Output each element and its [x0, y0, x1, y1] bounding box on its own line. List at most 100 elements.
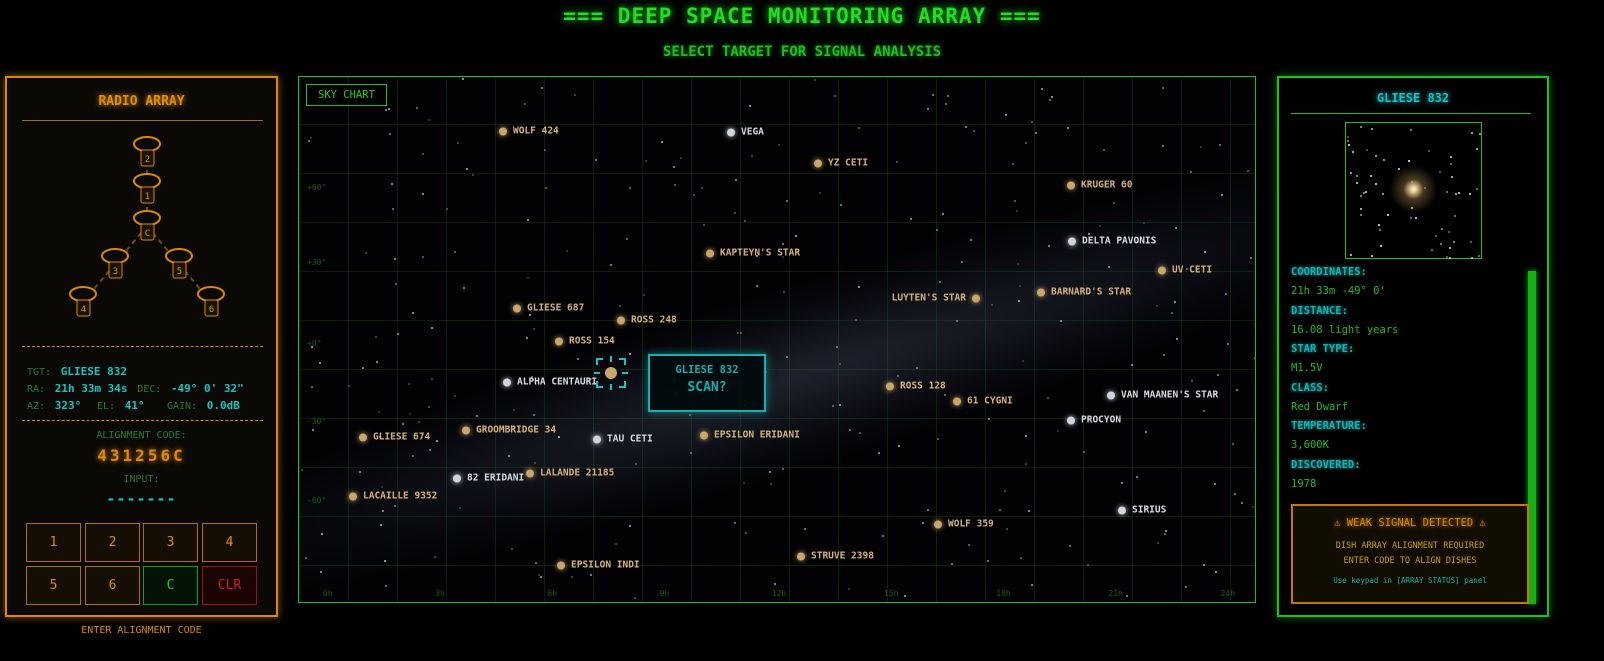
warning-line1: DISH ARRAY ALIGNMENT REQUIRED — [1335, 541, 1485, 551]
star-dot — [953, 397, 961, 405]
star-tau-ceti[interactable]: TAU CETI — [593, 434, 653, 445]
divider — [22, 346, 263, 347]
dish-label: 2 — [145, 155, 150, 165]
keypad-button-4[interactable]: 4 — [202, 523, 257, 562]
star-dot — [513, 304, 521, 312]
keypad-button-5[interactable]: 5 — [26, 566, 81, 605]
star-lacaille-9352[interactable]: LACAILLE 9352 — [349, 491, 437, 502]
star-struve-2398[interactable]: STRUVE 2398 — [797, 551, 874, 562]
star-label: ROSS 154 — [569, 335, 615, 347]
star-procyon[interactable]: PROCYON — [1067, 415, 1121, 426]
dish-label: C — [145, 229, 150, 239]
code-input[interactable]: ------- — [106, 490, 177, 508]
keypad-button-1[interactable]: 1 — [26, 523, 81, 562]
star-82-eridani[interactable]: 82 ERIDANI — [453, 473, 524, 484]
star-dot — [462, 426, 470, 434]
star-wolf-424[interactable]: WOLF 424 — [499, 126, 559, 137]
star-uv-ceti[interactable]: UV CETI — [1158, 265, 1212, 276]
dish-label: 4 — [81, 305, 86, 315]
star-label: GLIESE 687 — [527, 302, 585, 314]
scan-button[interactable]: SCAN? — [687, 380, 727, 395]
field-value: 16.08 light years — [1291, 323, 1399, 336]
star-van-maanen-s-star[interactable]: VAN MAANEN'S STAR — [1107, 390, 1218, 401]
star-gliese-687[interactable]: GLIESE 687 — [513, 303, 584, 314]
dec-tick: -60° — [307, 496, 327, 505]
warning-title: ⚠ WEAK SIGNAL DETECTED ⚠ — [1334, 517, 1486, 529]
star-label: PROCYON — [1081, 414, 1122, 426]
star-label: LUYTEN'S STAR — [891, 292, 966, 304]
field-label: DISCOVERED: — [1291, 458, 1361, 471]
star-ross-128[interactable]: ROSS 128 — [886, 381, 946, 392]
star-dot — [814, 159, 822, 167]
star-dot — [1107, 391, 1115, 399]
field-label: TEMPERATURE: — [1291, 420, 1367, 432]
el-label: EL: — [97, 401, 116, 412]
tgt-label: TGT: — [27, 367, 52, 378]
star-label: SIRIUS — [1132, 504, 1167, 516]
star-kapteyn-s-star[interactable]: KAPTEYN'S STAR — [706, 248, 800, 259]
keypad-button-2[interactable]: 2 — [85, 523, 140, 562]
star-dot — [797, 552, 805, 560]
star-label: WOLF 424 — [513, 125, 559, 137]
star-epsilon-eridani[interactable]: EPSILON ERIDANI — [700, 430, 800, 441]
ra-tick: 3h — [435, 589, 445, 598]
star-barnard-s-star[interactable]: BARNARD'S STAR — [1037, 287, 1131, 298]
star-lalande-21185[interactable]: LALANDE 21185 — [526, 468, 614, 479]
star-dot — [526, 469, 534, 477]
dec-tick: +0° — [307, 339, 322, 348]
star-epsilon-indi[interactable]: EPSILON INDI — [557, 560, 640, 571]
star-label: ROSS 248 — [631, 314, 677, 326]
field-value: 3,600K — [1291, 439, 1329, 451]
star-ross-248[interactable]: ROSS 248 — [617, 315, 677, 326]
star-label: GLIESE 674 — [373, 431, 431, 443]
star-alpha-centauri[interactable]: ALPHA CENTAURI — [503, 377, 597, 388]
star-title: GLIESE 832 — [1376, 91, 1450, 105]
dish: 2 — [133, 136, 161, 167]
star-dot — [555, 337, 563, 345]
star-kruger-60[interactable]: KRUGER 60 — [1067, 180, 1132, 191]
star-label: ROSS 128 — [900, 380, 946, 392]
dec-value: -49° 0' 32" — [170, 382, 244, 395]
star-groombridge-34[interactable]: GROOMBRIDGE 34 — [462, 425, 556, 436]
divider — [22, 120, 263, 121]
star-label: 61 CYGNI — [967, 395, 1013, 407]
dish: 6 — [197, 286, 225, 317]
dish: 1 — [133, 173, 161, 204]
keypad-button-3[interactable]: 3 — [143, 523, 198, 562]
star-ross-154[interactable]: ROSS 154 — [555, 336, 615, 347]
field-label: COORDINATES: — [1291, 266, 1367, 278]
dish-label: 6 — [209, 305, 214, 315]
star-label: EPSILON ERIDANI — [714, 429, 800, 441]
star-vega[interactable]: VEGA — [727, 127, 764, 138]
star-luyten-s-star[interactable]: LUYTEN'S STAR — [892, 293, 980, 304]
star-dot — [1037, 288, 1045, 296]
alignment-code: 431256C — [97, 446, 186, 465]
star-sirius[interactable]: SIRIUS — [1118, 505, 1166, 516]
star-dot — [499, 127, 507, 135]
scan-prompt[interactable]: GLIESE 832 SCAN? — [648, 354, 766, 412]
ra-tick: 12h — [771, 589, 787, 598]
ra-tick: 9h — [659, 589, 670, 598]
keypad-button-clr[interactable]: CLR — [202, 566, 257, 605]
alignment-label: ALIGNMENT CODE: — [96, 430, 187, 441]
dish-label: 3 — [113, 267, 118, 277]
weak-signal-warning: ⚠ WEAK SIGNAL DETECTED ⚠ DISH ARRAY ALIG… — [1291, 504, 1529, 604]
star-dot — [972, 294, 980, 302]
star-yz-ceti[interactable]: YZ CETI — [814, 158, 868, 169]
star-dot — [557, 561, 565, 569]
star-delta-pavonis[interactable]: DELTA PAVONIS — [1068, 236, 1156, 247]
target-reticle[interactable] — [593, 355, 629, 391]
dish: 5 — [165, 248, 193, 279]
star-61-cygni[interactable]: 61 CYGNI — [953, 396, 1013, 407]
star-dot — [1158, 266, 1166, 274]
star-label: YZ CETI — [828, 157, 869, 169]
az-label: AZ: — [27, 401, 46, 412]
star-gliese-674[interactable]: GLIESE 674 — [359, 432, 430, 443]
footer-hint: ENTER ALIGNMENT CODE — [81, 625, 202, 636]
warning-line2: ENTER CODE TO ALIGN DISHES — [1343, 556, 1477, 566]
dish-array-diagram: 2 1C 3 5 4 6 — [69, 136, 225, 317]
star-wolf-359[interactable]: WOLF 359 — [934, 519, 994, 530]
keypad-button-c[interactable]: C — [143, 566, 198, 605]
keypad-button-6[interactable]: 6 — [85, 566, 140, 605]
